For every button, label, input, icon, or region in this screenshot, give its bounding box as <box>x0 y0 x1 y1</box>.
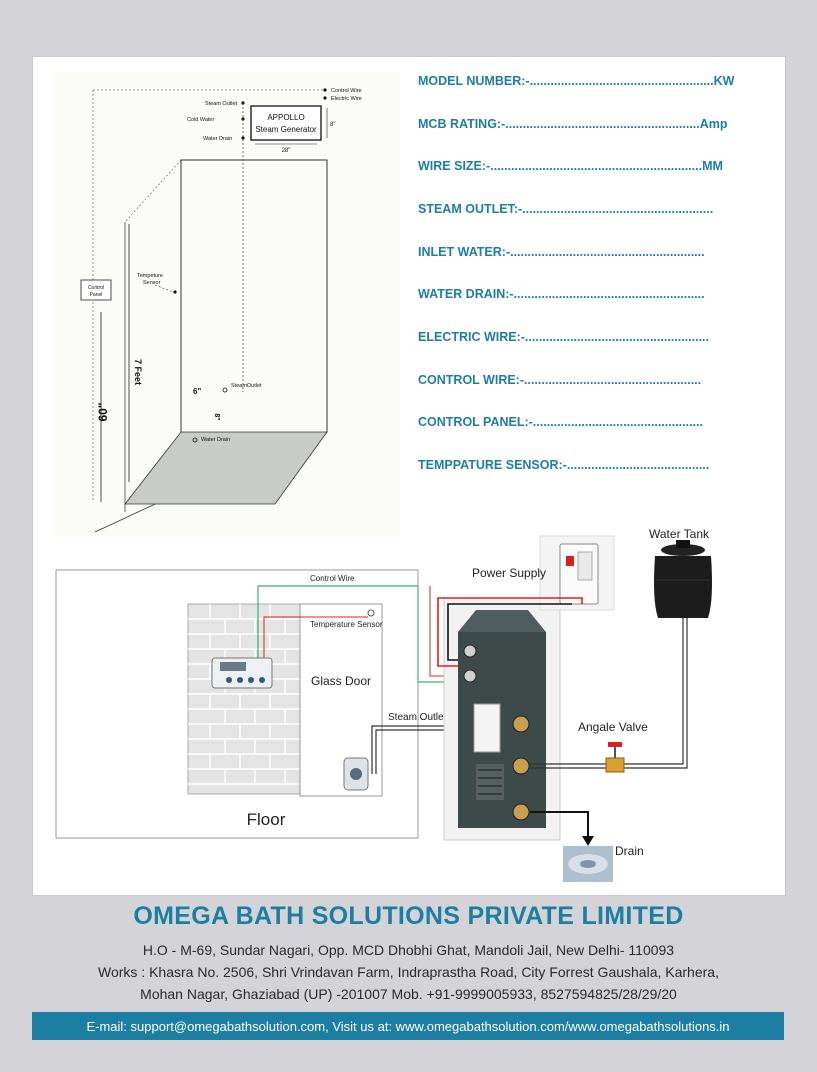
sketch-temp-sensor-line1: Tempeture <box>137 273 163 279</box>
spec-control-wire: CONTROL WIRE:-..........................… <box>418 373 702 387</box>
sketch-eight: 8" <box>213 413 220 420</box>
spec-control-panel: CONTROL PANEL:-.........................… <box>418 415 703 429</box>
sketch-steam-outlet-low: SteamOutlet <box>231 383 262 389</box>
glass-door-label: Glass Door <box>311 674 371 688</box>
sketch-control-panel <box>80 279 112 301</box>
floor-label: Floor <box>247 810 286 829</box>
spec-wire-size: WIRE SIZE:-.............................… <box>418 159 723 173</box>
temperature-sensor-label: Temperature Sensor <box>310 620 383 629</box>
brick-wall <box>187 603 301 795</box>
sketch-cold-water: Cold Water <box>187 117 214 123</box>
sketch-generator-box <box>250 105 322 141</box>
power-supply-mcb <box>559 543 599 605</box>
company-name: OMEGA BATH SOLUTIONS PRIVATE LIMITED <box>133 902 684 930</box>
steam-nozzle <box>343 757 369 791</box>
angle-valve <box>605 742 625 773</box>
angle-valve-label: Angale Valve <box>578 720 648 734</box>
sketch-control-panel-line2: Panel <box>90 292 103 298</box>
spec-steam-outlet: STEAM OUTLET:-..........................… <box>418 202 714 216</box>
sketch-width-dim: 28" <box>282 148 291 154</box>
sketch-sixty: 60" <box>96 402 110 421</box>
control-wire-label: Control Wire <box>310 574 355 583</box>
control-panel <box>211 657 273 689</box>
sketch-height-dim: 8" <box>330 122 335 128</box>
sketch-water-drain-top: Water Drain <box>203 136 232 142</box>
contact-footer: E-mail: support@omegabathsolution.com, V… <box>32 1012 784 1040</box>
address-line-1: H.O - M-69, Sundar Nagari, Opp. MCD Dhob… <box>142 942 675 958</box>
sketch-generator-line1: APPOLLO <box>267 113 304 122</box>
spec-water-drain: WATER DRAIN:-...........................… <box>418 287 705 301</box>
water-tank-label: Water Tank <box>649 527 710 541</box>
sketch-generator-line2: Steam Generator <box>255 125 317 134</box>
temperature-sensor <box>367 609 375 617</box>
sketch-electric-wire: Electric Wire <box>331 96 362 102</box>
contact-footer-text: E-mail: support@omegabathsolution.com, V… <box>86 1018 730 1034</box>
spec-temperature-sensor: TEMPPATURE SENSOR:-.....................… <box>418 458 710 472</box>
steam-outlet-label: Steam Outlet <box>388 712 447 723</box>
installation-diagram: Glass Door Temperature Sensor Control Wi… <box>55 527 712 882</box>
drain-icon <box>563 846 613 882</box>
spec-inlet-water: INLET WATER:-...........................… <box>418 245 705 259</box>
spec-mcb-rating: MCB RATING:-............................… <box>418 117 728 131</box>
glass-door <box>299 603 383 797</box>
power-supply-label: Power Supply <box>472 566 546 580</box>
sketch-seven-feet: 7 Feet <box>133 359 143 385</box>
sketch-temp-sensor-line2: Sensor <box>143 280 161 286</box>
spec-model-number: MODEL NUMBER:-..........................… <box>418 74 735 88</box>
water-tank <box>654 540 712 618</box>
control-wire-line <box>257 585 458 683</box>
spec-electric-wire: ELECTRIC WIRE:-.........................… <box>418 330 709 344</box>
address-line-2: Works : Khasra No. 2506, Shri Vrindavan … <box>98 964 719 980</box>
sketch-water-drain-floor: Water Drain <box>201 437 230 443</box>
sketch-floor <box>124 431 328 505</box>
sketch-six: 6" <box>193 387 201 396</box>
sketch-control-panel-line1: Control <box>88 285 104 291</box>
installation-sketch: APPOLLO Steam Generator Control Wire Ele… <box>55 72 400 537</box>
drain-label: Drain <box>615 844 644 858</box>
sketch-control-wire: Control Wire <box>331 88 362 94</box>
address-line-3: Mohan Nagar, Ghaziabad (UP) -201007 Mob.… <box>140 986 677 1002</box>
steam-generator <box>458 610 546 828</box>
sketch-steam-outlet: Steam Outlet <box>205 101 238 107</box>
